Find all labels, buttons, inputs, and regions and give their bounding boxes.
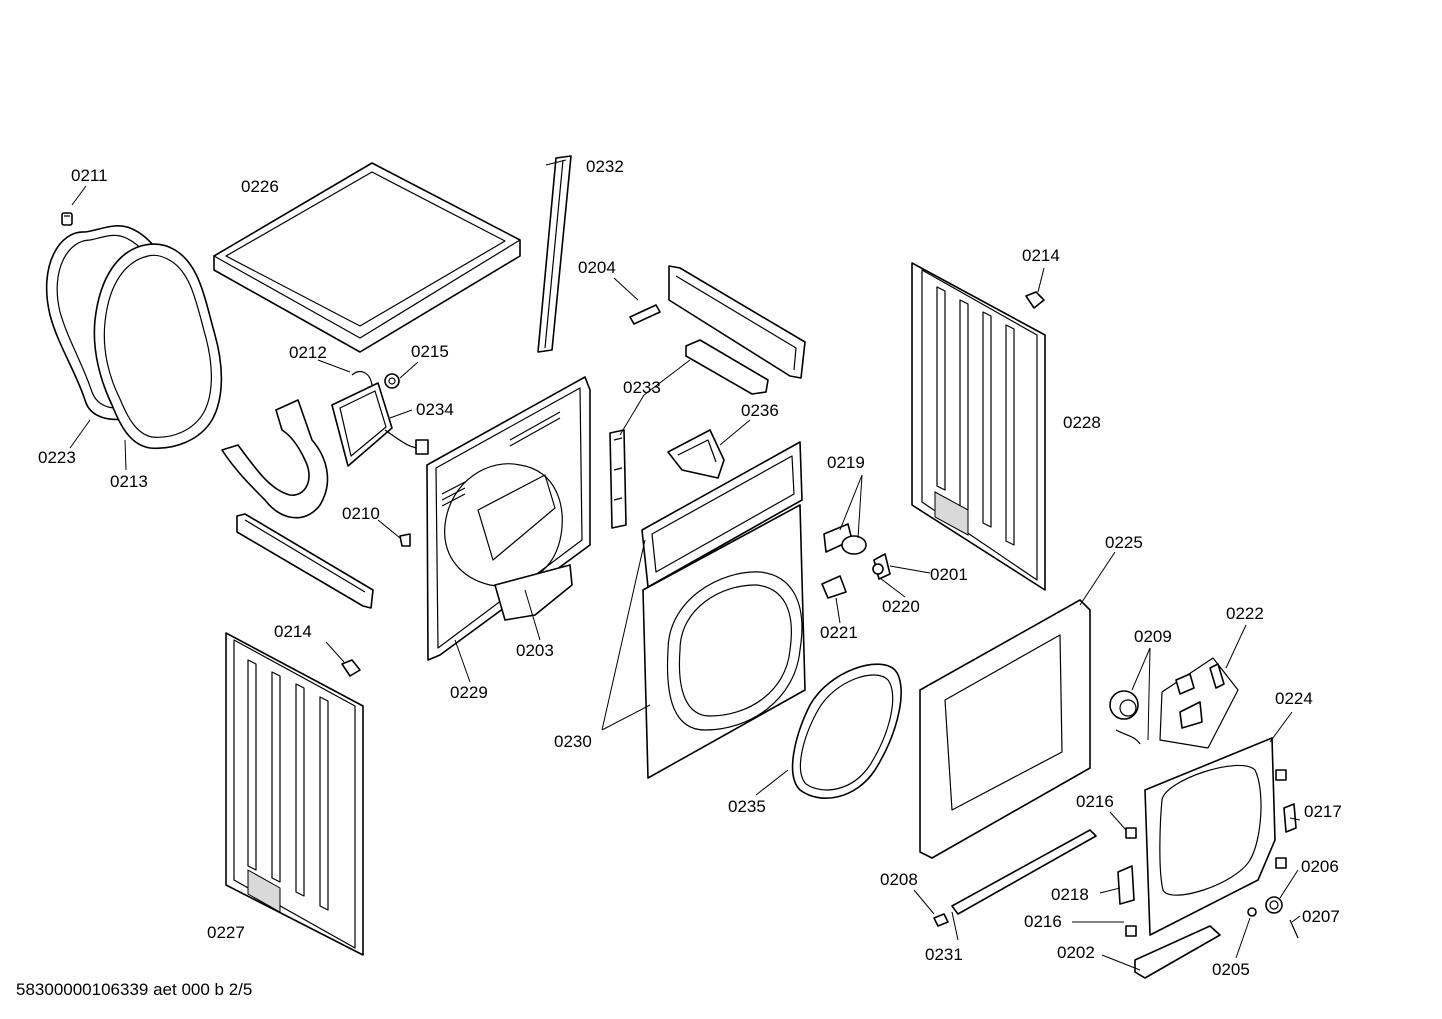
label-0208: 0208 [880,870,918,889]
label-0236: 0236 [741,401,779,420]
label-0202: 0202 [1057,943,1095,962]
part-clip-set-0222 [1159,657,1239,749]
label-0209: 0209 [1134,627,1172,646]
part-knob-0209 [1109,690,1141,745]
part-foot-strip-0202 [1134,925,1221,979]
part-side-panel-0228 [911,262,1046,591]
label-0203: 0203 [516,641,554,660]
label-0235: 0235 [728,797,766,816]
part-bracket-0214-top [1025,291,1045,309]
label-0216-upper: 0216 [1076,792,1114,811]
part-rail [236,513,374,609]
part-bottom-strip-0231 [951,829,1097,915]
part-clip-0210 [399,533,411,547]
part-top-cover-0226 [213,162,521,353]
label-0216-lower: 0216 [1024,912,1062,931]
label-0212: 0212 [289,343,327,362]
part-knobs-0205-0207 [1247,896,1299,939]
document-code: 58300000106339 aet 000 b 2/5 [16,980,253,999]
part-squares-0216 [1125,769,1287,937]
label-0213: 0213 [110,472,148,491]
part-side-panel-0227 [225,632,364,956]
part-crossbar-0233 [668,265,806,395]
part-front-panel-0225 [919,599,1091,859]
label-0218: 0218 [1051,885,1089,904]
label-0207: 0207 [1302,907,1340,926]
part-seal-rings-0223-0213 [45,225,223,450]
label-0204: 0204 [578,258,616,277]
part-bracket-0214-lower [341,659,361,677]
label-0221: 0221 [820,623,858,642]
label-0229: 0229 [450,683,488,702]
label-0226: 0226 [241,177,279,196]
part-front-frame-0230 [641,441,806,779]
label-0225: 0225 [1105,533,1143,552]
label-0201: 0201 [930,565,968,584]
part-strip-0232 [537,155,572,353]
label-0228: 0228 [1063,413,1101,432]
label-0231: 0231 [925,945,963,964]
part-small-components-0219-0221 [821,523,891,599]
part-screw-0211 [61,212,73,226]
label-0206: 0206 [1301,857,1339,876]
label-0232: 0232 [586,157,624,176]
label-0214-lower: 0214 [274,622,312,641]
part-duct-hose [221,399,329,519]
part-latch-0233 [609,429,627,529]
label-0227: 0227 [207,923,245,942]
label-0234: 0234 [416,400,454,419]
label-0220: 0220 [882,597,920,616]
leader-lines [69,159,1301,971]
part-door-frame-0224 [1144,737,1276,936]
part-rear-panel-0229 [426,376,591,661]
part-latch-0218 [1117,865,1135,905]
label-0217: 0217 [1304,802,1342,821]
label-0214-top: 0214 [1022,246,1060,265]
label-0222: 0222 [1226,604,1264,623]
label-0219: 0219 [827,453,865,472]
label-0224: 0224 [1275,689,1313,708]
label-0230: 0230 [554,732,592,751]
label-0205: 0205 [1212,960,1250,979]
label-0215: 0215 [411,342,449,361]
part-clip-0208 [933,913,949,927]
part-bracket-0204 [629,304,661,325]
label-0233: 0233 [623,378,661,397]
label-0223: 0223 [38,448,76,467]
label-0210: 0210 [342,504,380,523]
part-bracket-0236 [667,429,725,479]
part-module-0212-0234 [331,371,429,467]
part-door-seal-0235 [791,663,902,799]
label-0211: 0211 [71,166,108,185]
part-labels: 0211 0226 0232 0204 0214 0212 0215 0234 … [38,157,1342,979]
